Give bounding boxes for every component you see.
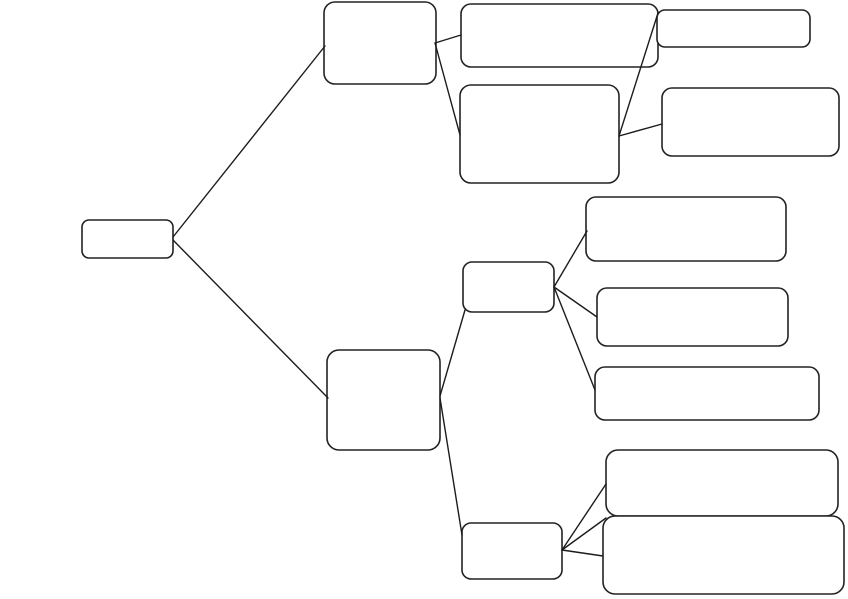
diagram-edge-bottom-small-to-bottom-right-2 xyxy=(561,517,607,551)
diagram-node-big-mid xyxy=(459,84,620,184)
diagram-node-branch-bottom xyxy=(326,349,441,451)
diagram-edge-bottom-small-to-bottom-right-2 xyxy=(561,549,604,557)
diagram-edge-mid-small-to-right-1 xyxy=(553,230,588,288)
diagram-node-wide-top xyxy=(460,3,659,68)
diagram-edge-root-to-branch-bottom xyxy=(172,239,329,399)
diagram-edge-branch-bottom-to-mid-small xyxy=(439,309,466,397)
diagram-edge-branch-top-to-big-mid xyxy=(434,42,461,136)
diagram-node-top-right xyxy=(656,9,811,48)
diagram-node-mid-right xyxy=(661,87,840,157)
diagram-edge-big-mid-to-top-right xyxy=(618,12,659,137)
diagram-edge-branch-top-to-wide-top xyxy=(434,34,462,44)
diagram-node-bottom-small xyxy=(461,522,563,580)
diagram-edge-big-mid-to-mid-right xyxy=(618,123,663,137)
diagram-node-bottom-right-1 xyxy=(605,449,839,517)
diagram-node-bottom-right-2 xyxy=(602,515,845,595)
diagram-edge-branch-bottom-to-bottom-small xyxy=(439,397,463,536)
diagram-node-right-3 xyxy=(594,366,820,421)
diagram-edge-root-to-branch-top xyxy=(172,45,326,238)
diagram-edge-mid-small-to-right-3 xyxy=(553,286,596,391)
diagram-node-branch-top xyxy=(323,1,437,85)
diagram-node-right-1 xyxy=(585,196,787,262)
diagram-edge-mid-small-to-right-2 xyxy=(553,286,598,318)
diagram-node-mid-small xyxy=(462,261,555,313)
diagram-node-right-2 xyxy=(596,287,789,347)
diagram-edge-bottom-small-to-bottom-right-1 xyxy=(561,483,607,551)
diagram-node-root xyxy=(81,219,174,259)
